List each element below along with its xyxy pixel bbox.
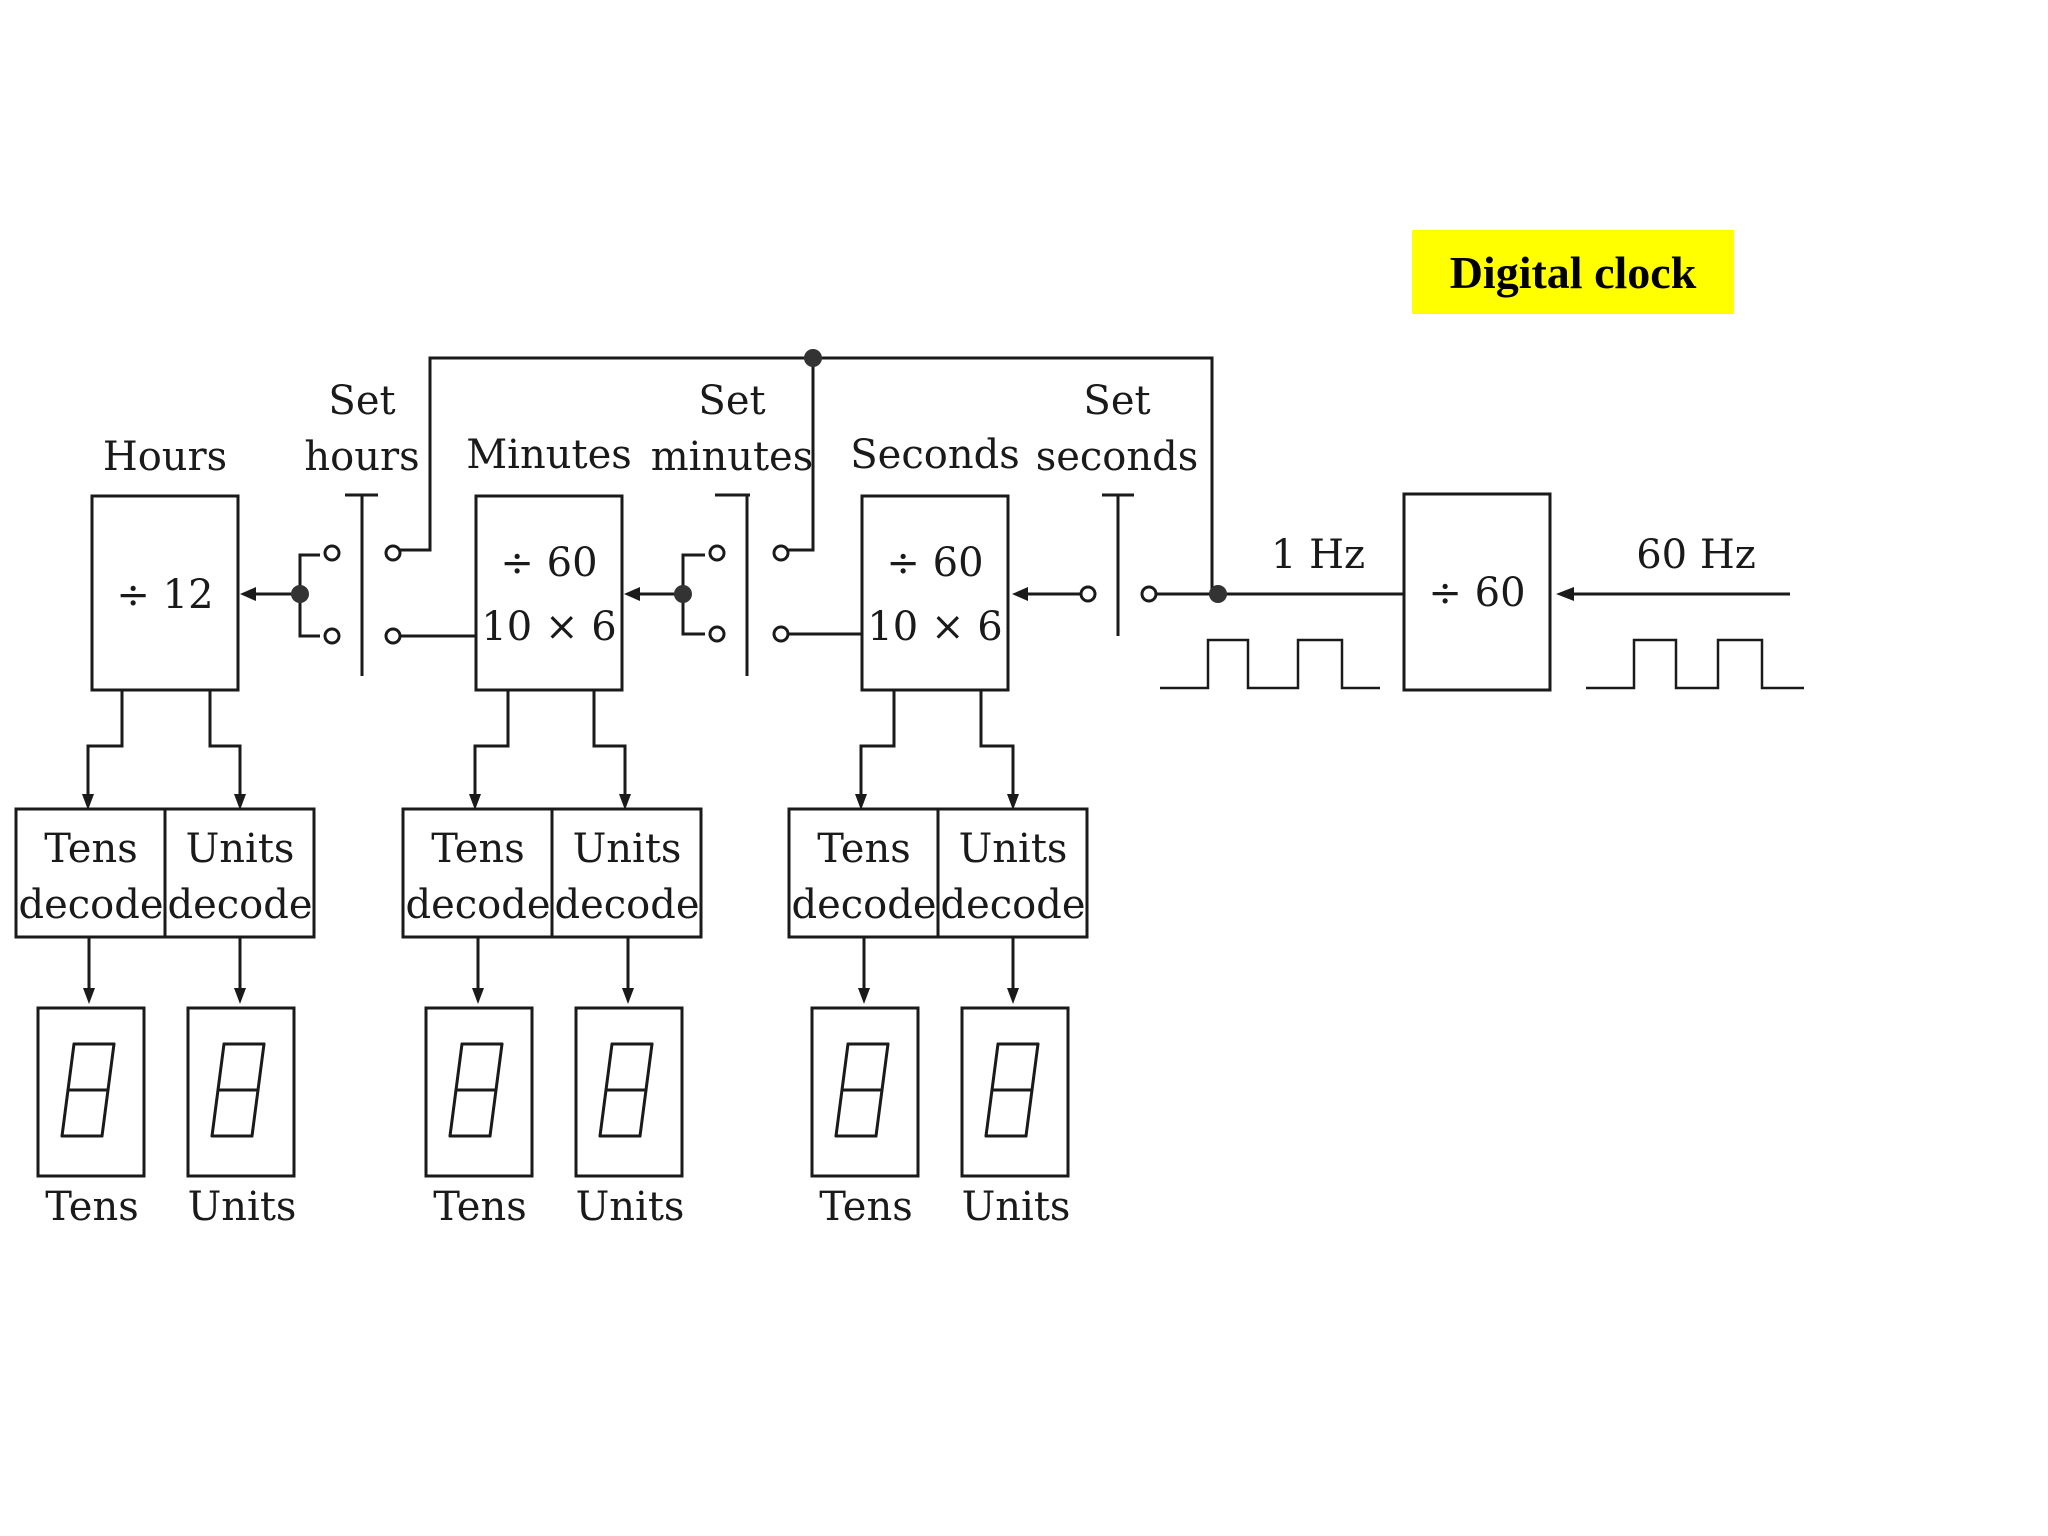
segment-5 — [250, 1088, 260, 1138]
segment-1 — [840, 1042, 850, 1092]
sixty-hz-label: 60 Hz — [1636, 532, 1756, 578]
diagram-title: Digital clock — [1412, 230, 1734, 314]
segment-5 — [1024, 1088, 1034, 1138]
segment-1 — [216, 1042, 226, 1092]
segment-4 — [448, 1088, 458, 1138]
hours-decoder-wiring — [82, 690, 246, 810]
seconds-units-display — [960, 1006, 1070, 1178]
prescaler-counter-text: ÷ 60 — [1428, 570, 1525, 616]
segment-5 — [638, 1088, 648, 1138]
set-hours-switch[interactable] — [240, 493, 476, 676]
segment-1 — [604, 1042, 614, 1092]
minutes-decoder: Tens decode Units decode — [401, 807, 703, 939]
hours-label: Hours — [103, 434, 227, 480]
segment-2 — [494, 1042, 504, 1092]
segment-2 — [644, 1042, 654, 1092]
hours-counter: ÷ 12 — [90, 494, 240, 692]
set-seconds-switch[interactable] — [1012, 493, 1404, 636]
set-hours-label-line1: Set — [328, 378, 395, 424]
set-bus-wiring — [393, 349, 1214, 590]
set-minutes-switch[interactable] — [624, 493, 862, 676]
seconds-decoder: Tens decode Units decode — [787, 807, 1089, 939]
set-seconds-label-line1: Set — [1083, 378, 1150, 424]
minutes-units-display-label: Units — [576, 1184, 685, 1230]
tens-decode-line2: decode — [791, 882, 936, 928]
segment-4 — [598, 1088, 608, 1138]
minutes-counter: ÷ 60 10 × 6 — [474, 494, 624, 692]
seconds-units-display-label: Units — [962, 1184, 1071, 1230]
display-arrows — [83, 937, 1019, 1004]
segment-2 — [256, 1042, 266, 1092]
minutes-counter-line2: 10 × 6 — [481, 604, 616, 650]
sixty-hz-waveform — [1586, 638, 1804, 690]
minutes-decoder-wiring — [469, 690, 631, 810]
tens-decode-line1: Tens — [431, 826, 525, 872]
segment-5 — [100, 1088, 110, 1138]
minutes-label: Minutes — [466, 432, 632, 478]
set-hours-label-line2: hours — [304, 434, 419, 480]
minutes-tens-display-label: Tens — [433, 1184, 527, 1230]
minutes-tens-display — [424, 1006, 534, 1178]
segment-2 — [880, 1042, 890, 1092]
segment-4 — [210, 1088, 220, 1138]
hours-decoder: Tens decode Units decode — [14, 807, 316, 939]
units-decode-line2: decode — [940, 882, 1085, 928]
units-decode-line2: decode — [167, 882, 312, 928]
segment-5 — [874, 1088, 884, 1138]
tens-decode-line2: decode — [18, 882, 163, 928]
hours-counter-text: ÷ 12 — [116, 572, 213, 618]
minutes-counter-line1: ÷ 60 — [500, 540, 597, 586]
units-decode-line1: Units — [573, 826, 682, 872]
segment-1 — [990, 1042, 1000, 1092]
units-decode-line1: Units — [186, 826, 295, 872]
one-hz-label: 1 Hz — [1271, 532, 1365, 578]
seconds-tens-display-label: Tens — [819, 1184, 913, 1230]
segment-1 — [66, 1042, 76, 1092]
seconds-counter-line1: ÷ 60 — [886, 540, 983, 586]
segment-2 — [1030, 1042, 1040, 1092]
tens-decode-line1: Tens — [44, 826, 138, 872]
hours-tens-display — [36, 1006, 146, 1178]
seconds-counter-line2: 10 × 6 — [867, 604, 1002, 650]
segment-2 — [106, 1042, 116, 1092]
segment-4 — [60, 1088, 70, 1138]
segment-1 — [454, 1042, 464, 1092]
tens-decode-line2: decode — [405, 882, 550, 928]
hours-units-display-label: Units — [188, 1184, 297, 1230]
segment-4 — [984, 1088, 994, 1138]
set-minutes-label-line1: Set — [698, 378, 765, 424]
hours-tens-display-label: Tens — [45, 1184, 139, 1230]
minutes-units-display — [574, 1006, 684, 1178]
seconds-label: Seconds — [850, 432, 1019, 478]
set-minutes-label-line2: minutes — [651, 434, 814, 480]
one-hz-waveform — [1160, 638, 1380, 690]
units-decode-line2: decode — [554, 882, 699, 928]
segment-4 — [834, 1088, 844, 1138]
bus-junction — [804, 349, 822, 367]
seconds-tens-display — [810, 1006, 920, 1178]
prescaler-counter: ÷ 60 — [1402, 492, 1552, 692]
segment-5 — [488, 1088, 498, 1138]
seconds-counter: ÷ 60 10 × 6 — [860, 494, 1010, 692]
seconds-decoder-wiring — [855, 690, 1019, 810]
tens-decode-line1: Tens — [817, 826, 911, 872]
hours-units-display — [186, 1006, 296, 1178]
units-decode-line1: Units — [959, 826, 1068, 872]
set-seconds-label-line2: seconds — [1036, 434, 1199, 480]
